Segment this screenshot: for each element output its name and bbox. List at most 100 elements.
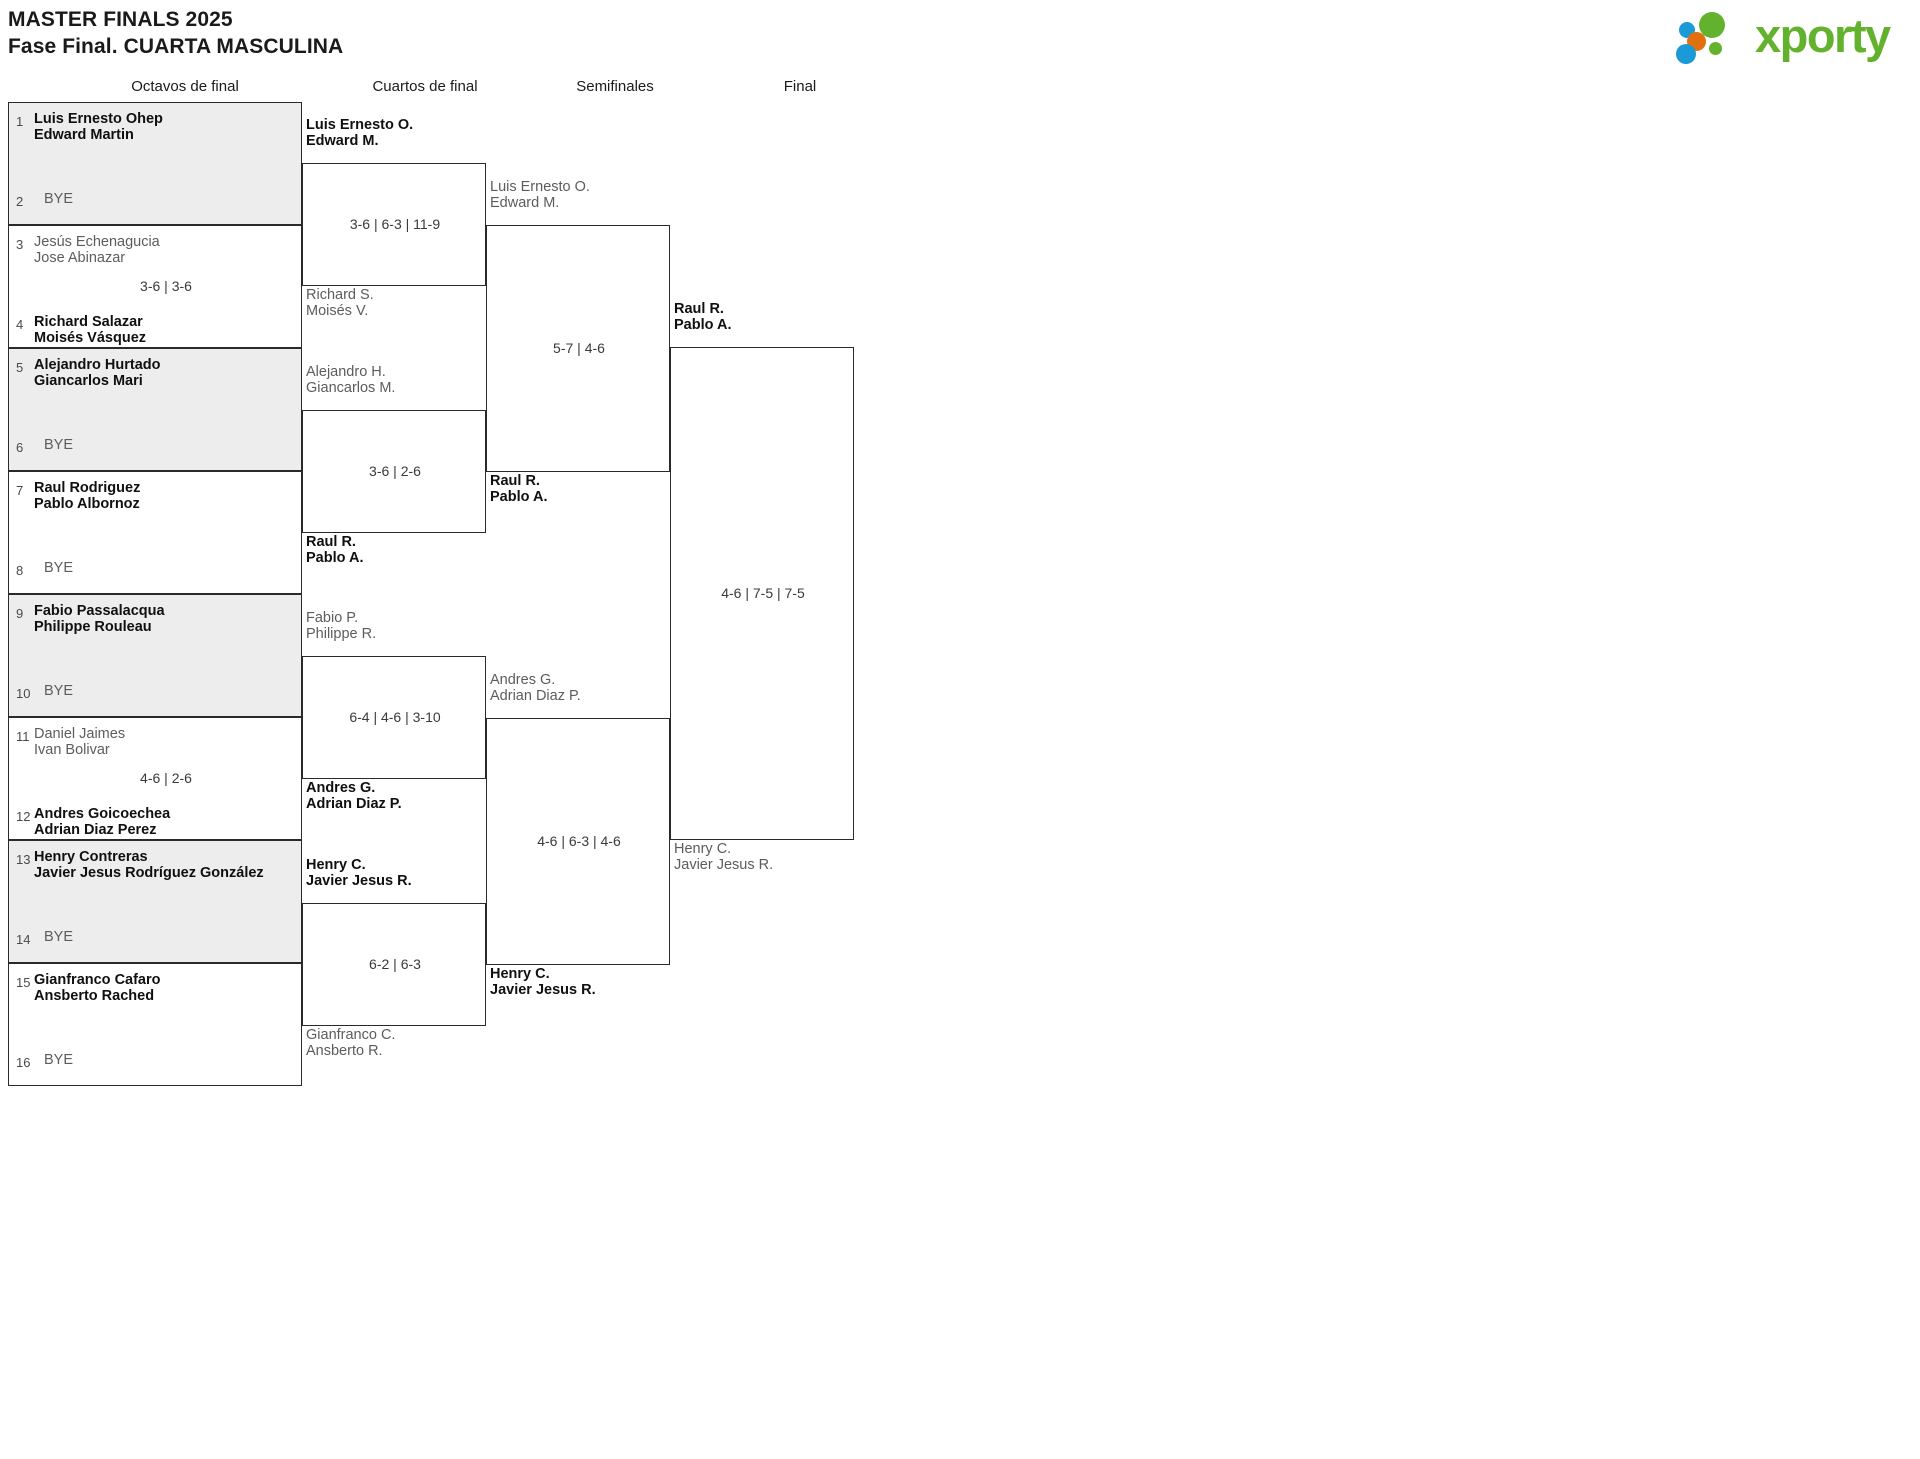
match-score: 3-6 | 6-3 | 11-9 <box>349 215 441 232</box>
match-score: 6-2 | 6-3 <box>369 955 421 972</box>
player-name: Henry C. <box>674 841 732 857</box>
player-name: Pablo Albornoz <box>34 495 140 512</box>
player-name: Pablo A. <box>306 549 364 566</box>
player-name: BYE <box>44 191 74 207</box>
cuartos-match[interactable]: 6-4 | 4-6 | 3-10 <box>302 656 486 779</box>
seed-number: 14 <box>16 932 31 947</box>
cuartos-match[interactable]: 3-6 | 6-3 | 11-9 <box>302 163 486 286</box>
round-header-cuartos: Cuartos de final <box>372 78 478 95</box>
player-name: Raul R. <box>306 534 356 550</box>
team-names: Henry C.Javier Jesus R. <box>490 966 668 998</box>
player-name: Raul R. <box>674 301 724 317</box>
seed-number: 9 <box>16 606 24 621</box>
player-name: Moisés V. <box>306 302 369 319</box>
team-names: Raul R.Pablo A. <box>674 301 852 333</box>
player-name: Philippe R. <box>306 625 377 642</box>
team-names: Fabio P.Philippe R. <box>306 610 484 642</box>
player-name: BYE <box>44 560 74 576</box>
team-names: Raul R.Pablo A. <box>490 473 668 505</box>
player-name: Jose Abinazar <box>34 249 126 266</box>
player-name: Daniel Jaimes <box>34 726 126 742</box>
player-name: Luis Ernesto O. <box>306 117 414 133</box>
player-name: Adrian Diaz P. <box>306 795 402 812</box>
final-match[interactable]: 4-6 | 7-5 | 7-5 <box>670 347 854 840</box>
logo-wordmark: xporty <box>1755 9 1891 62</box>
page-title: MASTER FINALS 2025 Fase Final. CUARTA MA… <box>8 6 343 60</box>
player-name: Ansberto Rached <box>34 987 155 1004</box>
team-names: BYE <box>44 560 295 577</box>
seed-number: 15 <box>16 975 31 990</box>
player-name: Giancarlos M. <box>306 379 396 396</box>
player-name: BYE <box>44 1052 74 1068</box>
player-name: Alejandro H. <box>306 364 386 380</box>
team-names: BYE <box>44 437 295 454</box>
player-name: Adrian Diaz Perez <box>34 821 157 838</box>
team-names: Luis Ernesto O.Edward M. <box>306 117 484 149</box>
player-name: Jesús Echenagucia <box>34 234 160 250</box>
player-name: Adrian Diaz P. <box>490 687 581 704</box>
player-name: Luis Ernesto O. <box>490 179 590 195</box>
player-name: Andres Goicoechea <box>34 806 171 822</box>
team-names: Alejandro H.Giancarlos M. <box>306 364 484 396</box>
seed-number: 2 <box>16 194 24 209</box>
player-name: Pablo A. <box>490 488 548 505</box>
player-name: Andres G. <box>306 780 376 796</box>
semifinal-match[interactable]: 4-6 | 6-3 | 4-6 <box>486 718 670 965</box>
match-score: 6-4 | 4-6 | 3-10 <box>349 708 441 725</box>
player-name: Edward M. <box>490 194 560 211</box>
match-score: 4-6 | 7-5 | 7-5 <box>721 584 805 601</box>
logo-dots-icon <box>1671 12 1749 64</box>
player-name: Henry C. <box>306 857 366 873</box>
team-names: Andres G.Adrian Diaz P. <box>490 672 668 704</box>
team-names: Andres G.Adrian Diaz P. <box>306 780 484 812</box>
player-name: Edward Martin <box>34 126 134 143</box>
player-name: Henry C. <box>490 966 550 982</box>
team-names: Raul R.Pablo A. <box>306 534 484 566</box>
seed-number: 12 <box>16 809 31 824</box>
team-names: Henry C.Javier Jesus R. <box>674 841 852 873</box>
seed-number: 13 <box>16 852 31 867</box>
seed-number: 16 <box>16 1055 31 1070</box>
semifinal-match[interactable]: 5-7 | 4-6 <box>486 225 670 472</box>
player-name: Giancarlos Mari <box>34 372 143 389</box>
player-name: Alejandro Hurtado <box>34 357 161 373</box>
player-name: Pablo A. <box>674 316 732 333</box>
match-score: 4-6 | 6-3 | 4-6 <box>537 832 621 849</box>
team-names: BYE <box>44 191 295 208</box>
team-names: Henry C.Javier Jesus R. <box>306 857 484 889</box>
player-name: BYE <box>44 683 74 699</box>
round-header-semifinales: Semifinales <box>576 78 654 95</box>
cuartos-match[interactable]: 6-2 | 6-3 <box>302 903 486 1026</box>
xporty-logo: xporty <box>1671 6 1906 68</box>
player-name: Ivan Bolivar <box>34 741 110 758</box>
seed-number: 5 <box>16 360 24 375</box>
player-name: Javier Jesus R. <box>490 981 596 998</box>
player-name: Fabio P. <box>306 610 359 626</box>
team-names: BYE <box>44 929 295 946</box>
player-name: Fabio Passalacqua <box>34 603 165 619</box>
cuartos-match[interactable]: 3-6 | 2-6 <box>302 410 486 533</box>
match-score: 4-6 | 2-6 <box>140 769 192 786</box>
seed-number: 10 <box>16 686 31 701</box>
team-names: BYE <box>44 683 295 700</box>
team-names: Richard S.Moisés V. <box>306 287 484 319</box>
player-name: Andres G. <box>490 672 556 688</box>
tournament-name: MASTER FINALS 2025 <box>8 8 233 31</box>
seed-number: 6 <box>16 440 24 455</box>
player-name: Philippe Rouleau <box>34 618 152 635</box>
